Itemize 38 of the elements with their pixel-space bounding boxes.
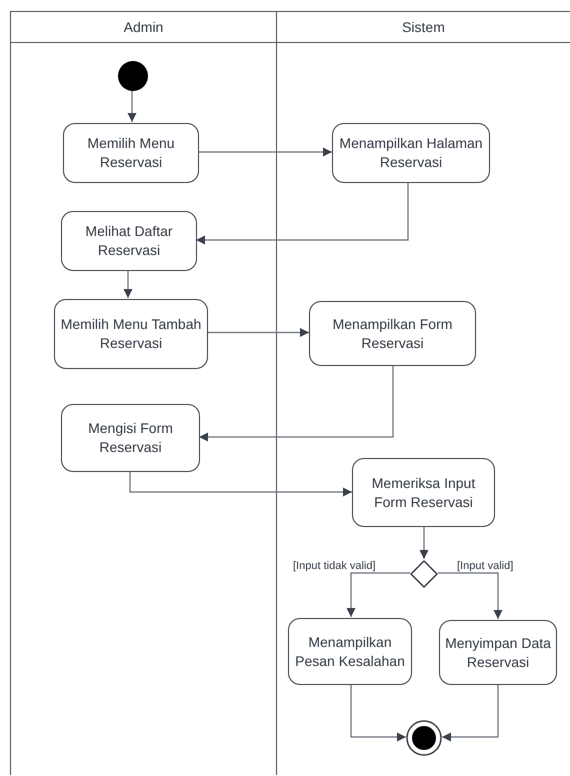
- arrow: [438, 572, 502, 619]
- activity-label: Melihat Daftar Reservasi: [84, 222, 174, 260]
- activity-label: Memilih Menu Tambah Reservasi: [60, 315, 202, 353]
- arrow: [346, 572, 410, 617]
- lane-title: Sistem: [402, 19, 445, 35]
- final-node: [406, 720, 442, 756]
- arrow: [442, 684, 499, 742]
- arrow: [198, 148, 332, 156]
- activity-label: Memeriksa Input Form Reservasi: [370, 474, 476, 512]
- activity-box: [63, 123, 199, 183]
- edge-label: [Input valid]: [456, 560, 514, 572]
- arrow: [196, 182, 409, 244]
- edge-label: [Input tidak valid]: [292, 560, 377, 572]
- activity-label: Menampilkan Halaman Reservasi: [338, 134, 484, 172]
- swimlane: [10, 11, 277, 775]
- initial-node: [118, 61, 148, 91]
- arrow: [420, 526, 428, 559]
- arrow: [124, 270, 132, 298]
- activity-box: [54, 299, 208, 369]
- activity-box: [61, 211, 197, 271]
- arrow: [207, 328, 309, 337]
- arrow: [129, 471, 352, 496]
- decision-diamond: [410, 560, 438, 588]
- activity-box: [439, 620, 557, 685]
- activity-box: [288, 618, 412, 685]
- arrow: [350, 684, 406, 742]
- activity-label: Mengisi Form Reservasi: [87, 419, 174, 457]
- lane-title: Admin: [124, 19, 164, 35]
- activity-label: Menyimpan Data Reservasi: [444, 634, 552, 672]
- activity-label: Menampilkan Pesan Kesalahan: [294, 632, 406, 670]
- activity-label: Memilih Menu Reservasi: [86, 134, 176, 172]
- activity-label: Menampilkan Form Reservasi: [332, 314, 454, 352]
- arrow: [128, 90, 136, 122]
- arrow: [199, 365, 394, 442]
- activity-box: [61, 404, 200, 472]
- activity-box: [332, 123, 490, 183]
- activity-box: [309, 301, 476, 366]
- activity-box: [352, 458, 495, 527]
